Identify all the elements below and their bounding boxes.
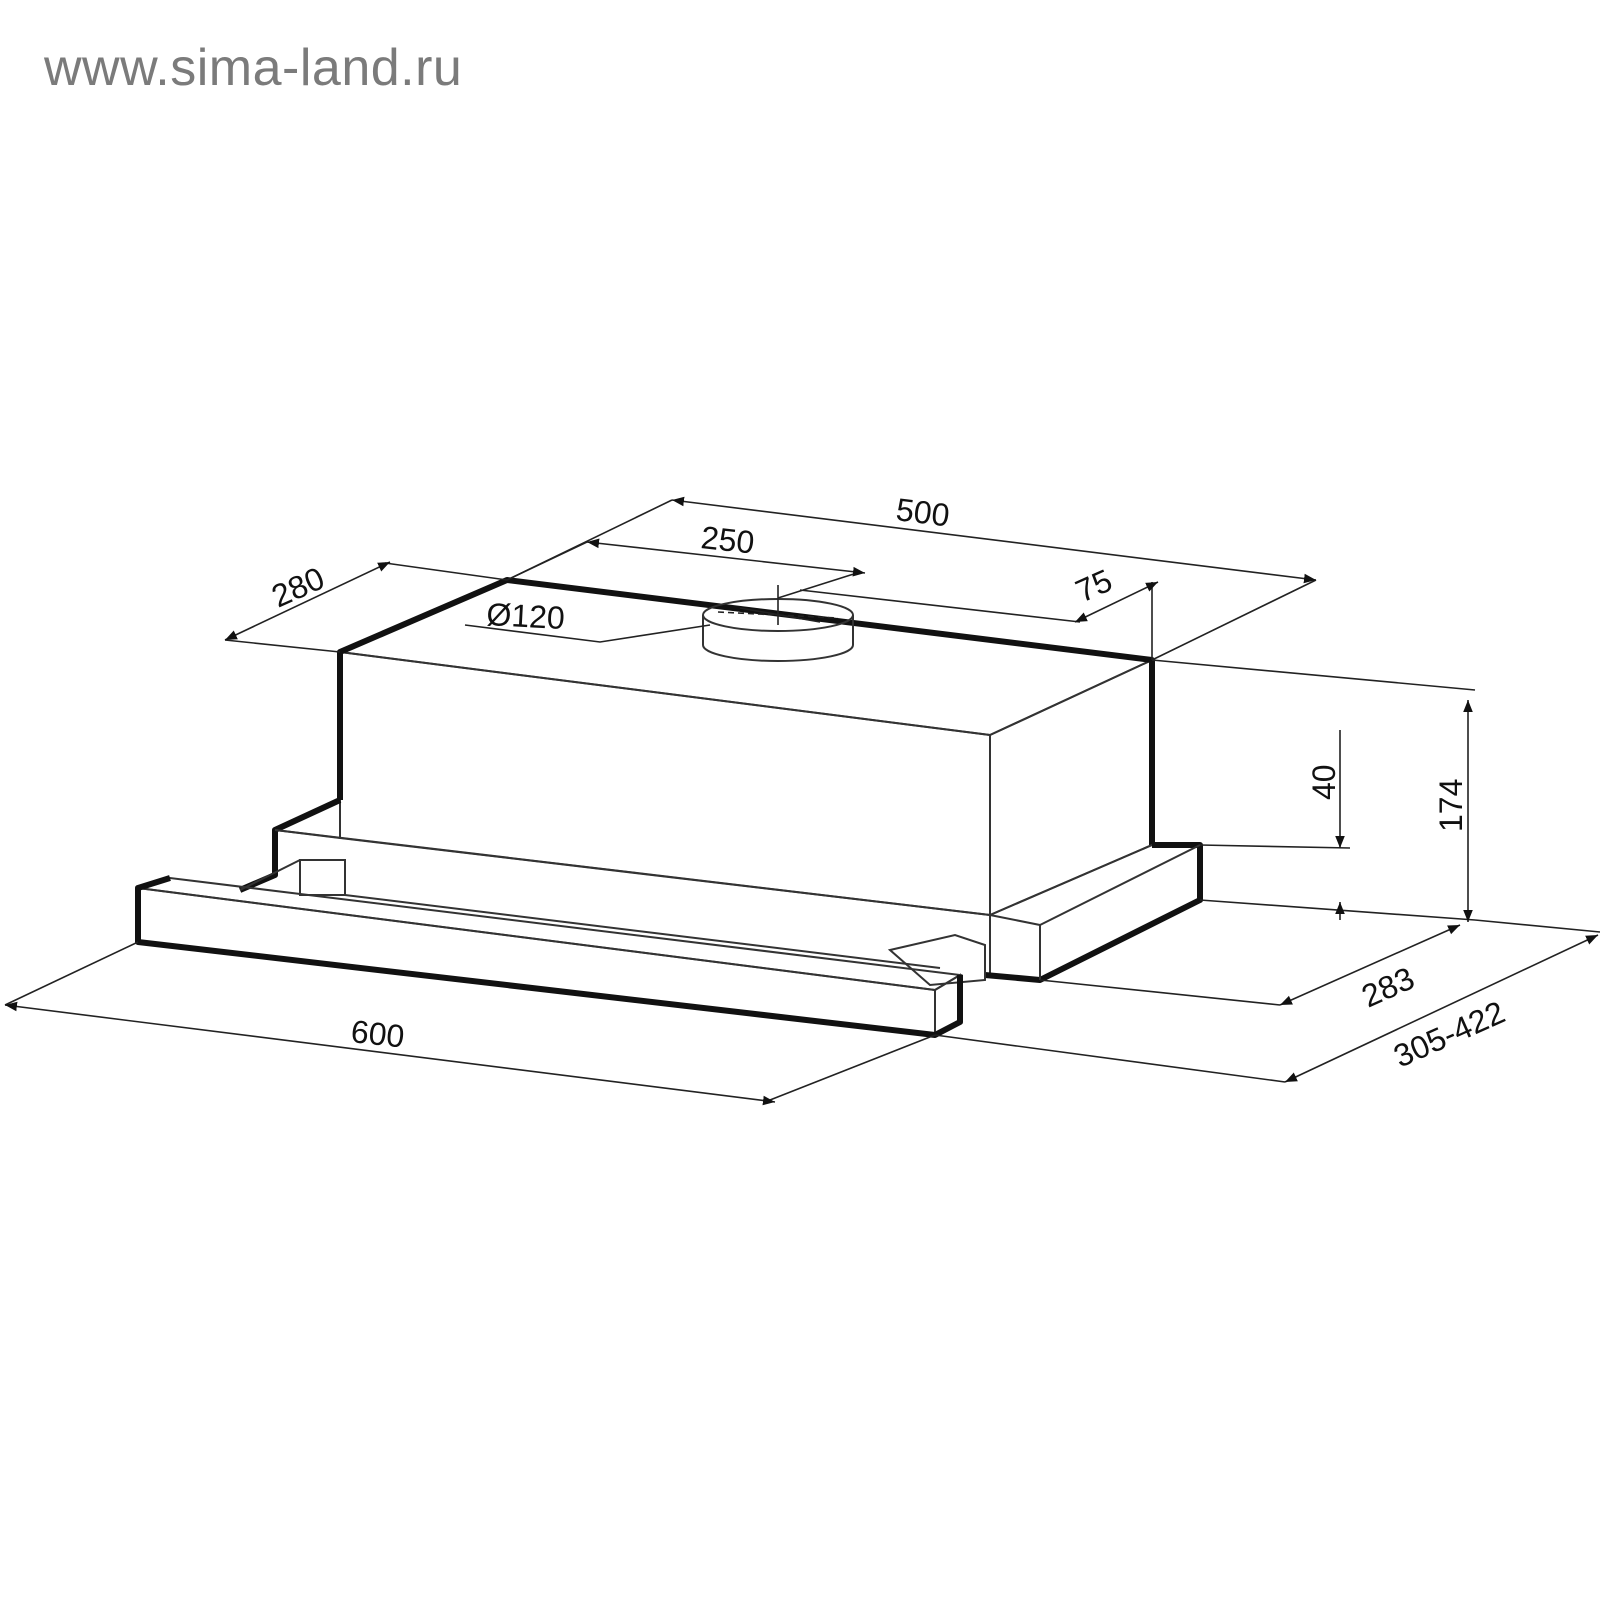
body-silhouette bbox=[337, 577, 1155, 845]
label-outlet-diameter: Ø120 bbox=[486, 596, 566, 636]
dimension-lines bbox=[4, 496, 1600, 1106]
leader-120 bbox=[464, 624, 711, 643]
label-extended-depth: 305-422 bbox=[1388, 994, 1510, 1075]
label-top-width: 500 bbox=[894, 491, 951, 533]
chassis-right-silhouette bbox=[984, 842, 1203, 983]
site-watermark: www.sima-land.ru bbox=[44, 39, 463, 97]
dim-line-305-422 bbox=[1284, 934, 1599, 1083]
dim-line-280 bbox=[224, 561, 391, 641]
dimension-labels: 500 250 Ø120 75 280 40 174 283 305-422 6… bbox=[266, 491, 1510, 1074]
label-front-width: 600 bbox=[349, 1013, 406, 1054]
label-fixed-depth: 283 bbox=[1356, 960, 1419, 1015]
body-right-face bbox=[989, 658, 1153, 917]
panel-silhouette bbox=[135, 875, 963, 1038]
left-rail bbox=[299, 859, 346, 896]
label-body-depth: 280 bbox=[266, 560, 329, 615]
label-total-height: 174 bbox=[1433, 779, 1469, 832]
chassis-left-step bbox=[238, 797, 342, 893]
panel-top-face bbox=[137, 876, 964, 992]
label-panel-height: 40 bbox=[1306, 764, 1342, 800]
body-top-face bbox=[336, 578, 1156, 737]
right-rail bbox=[887, 933, 986, 987]
dim-line-250 bbox=[586, 538, 866, 577]
label-outlet-rear-offset: 75 bbox=[1070, 562, 1117, 609]
dim-line-500 bbox=[671, 496, 1317, 584]
outlet-collar bbox=[702, 585, 854, 662]
lower-chassis bbox=[238, 797, 1203, 983]
label-outlet-offset: 250 bbox=[699, 519, 756, 560]
slide-out-panel bbox=[135, 859, 986, 1038]
dim-line-600 bbox=[4, 1001, 776, 1106]
panel-front-face bbox=[137, 886, 936, 1037]
dim-line-75 bbox=[1074, 581, 1159, 623]
